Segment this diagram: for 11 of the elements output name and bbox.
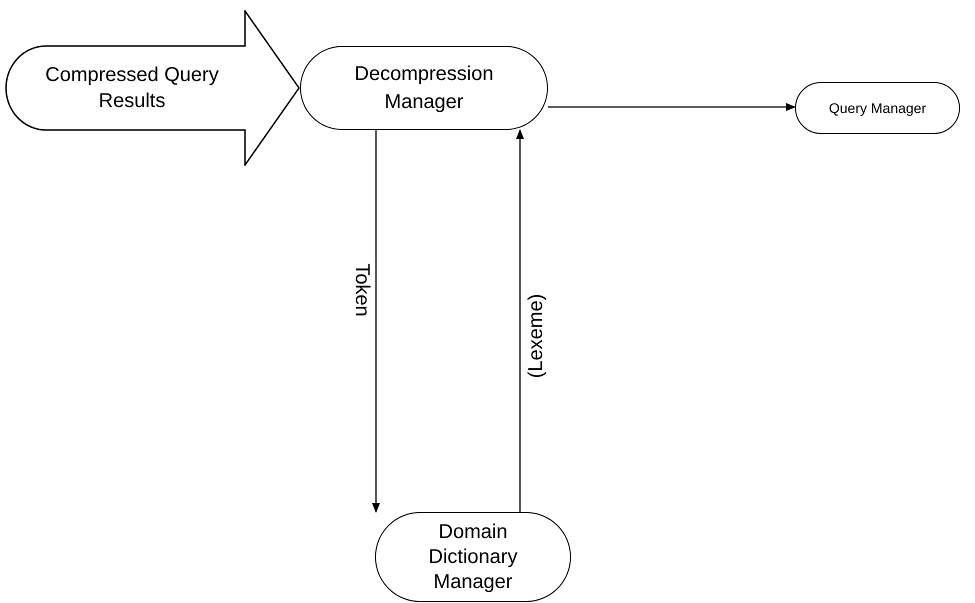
edge-label: Token (350, 263, 374, 317)
node-label: Domain Dictionary Manager (428, 520, 518, 594)
block-arrow (4, 10, 300, 166)
node-label: Query Manager (828, 99, 926, 118)
node-label: Decompression Manager (354, 62, 494, 115)
process-pill (795, 82, 960, 134)
arrow (372, 130, 380, 513)
arrow (548, 103, 796, 111)
arrow (516, 129, 524, 512)
edge-label: (Lexeme) (524, 294, 548, 378)
node-label: Compressed Query Results (44, 63, 220, 114)
